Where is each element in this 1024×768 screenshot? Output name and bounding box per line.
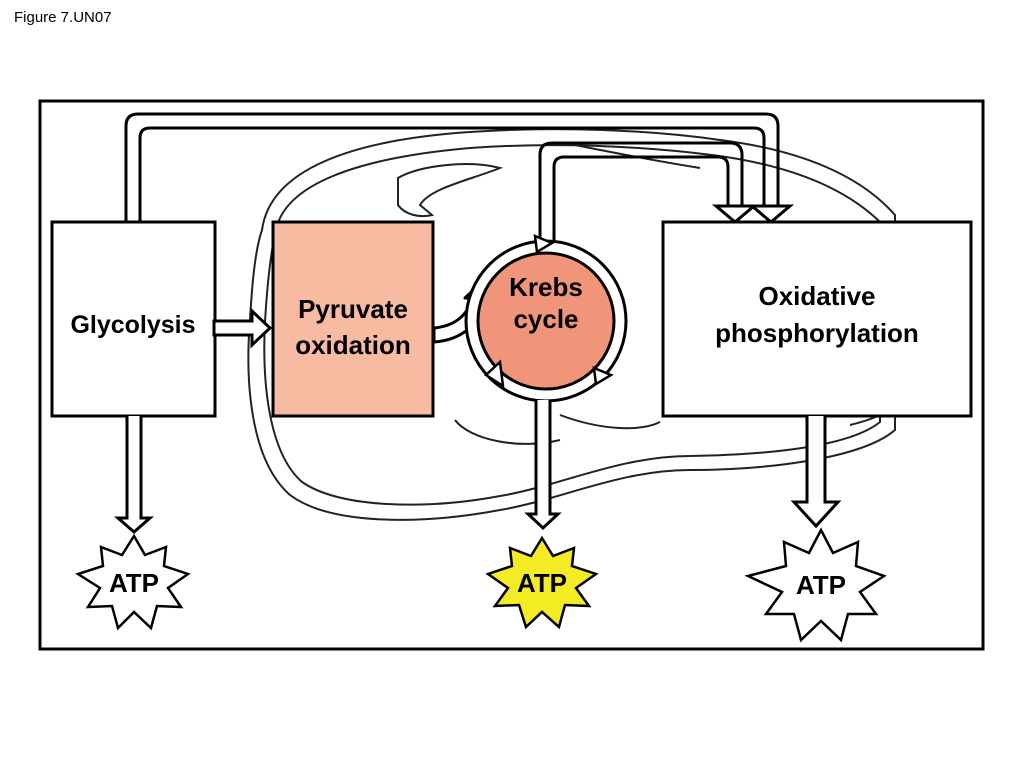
- oxphos-atp-arrow: [790, 416, 842, 529]
- mitochondrion-outline: [247, 128, 896, 521]
- oxphos-input-arrowheads: [711, 204, 795, 224]
- krebs-cycle-arrowheads: [483, 234, 614, 389]
- figure-label: Figure 7.UN07: [14, 9, 112, 26]
- oxidative-phosphorylation-label-line1: Oxidative: [758, 281, 875, 311]
- glycolysis-to-pyruvate-arrow: [212, 307, 273, 349]
- oxphos-atp-burst: [744, 527, 887, 643]
- glycolysis-label: Glycolysis: [70, 311, 195, 339]
- oxphos-atp-label: ATP: [796, 570, 846, 600]
- glycolysis-atp-label: ATP: [109, 568, 159, 598]
- outer-frame: [38, 99, 985, 651]
- pyruvate-oxidation-label-line1: Pyruvate: [298, 294, 408, 324]
- top-loop-arrows: [124, 112, 780, 240]
- krebs-cycle-label-line1: Krebs: [509, 272, 583, 302]
- pyruvate-oxidation-box: [271, 220, 435, 418]
- krebs-atp-label: ATP: [517, 568, 567, 598]
- krebs-cycle-label-line2: cycle: [513, 304, 578, 334]
- krebs-cycle-circle: [476, 251, 616, 391]
- pyruvate-oxidation-label-line2: oxidation: [295, 330, 411, 360]
- glycolysis-box: [50, 220, 217, 418]
- krebs-atp-burst: [485, 535, 599, 630]
- glycolysis-atp-arrow: [114, 416, 154, 534]
- oxidative-phosphorylation-label-line2: phosphorylation: [715, 318, 919, 348]
- krebs-atp-arrow: [524, 400, 562, 531]
- oxidative-phosphorylation-box: [661, 220, 973, 418]
- atp-down-arrows: [114, 400, 842, 534]
- glycolysis-atp-burst: [75, 533, 191, 631]
